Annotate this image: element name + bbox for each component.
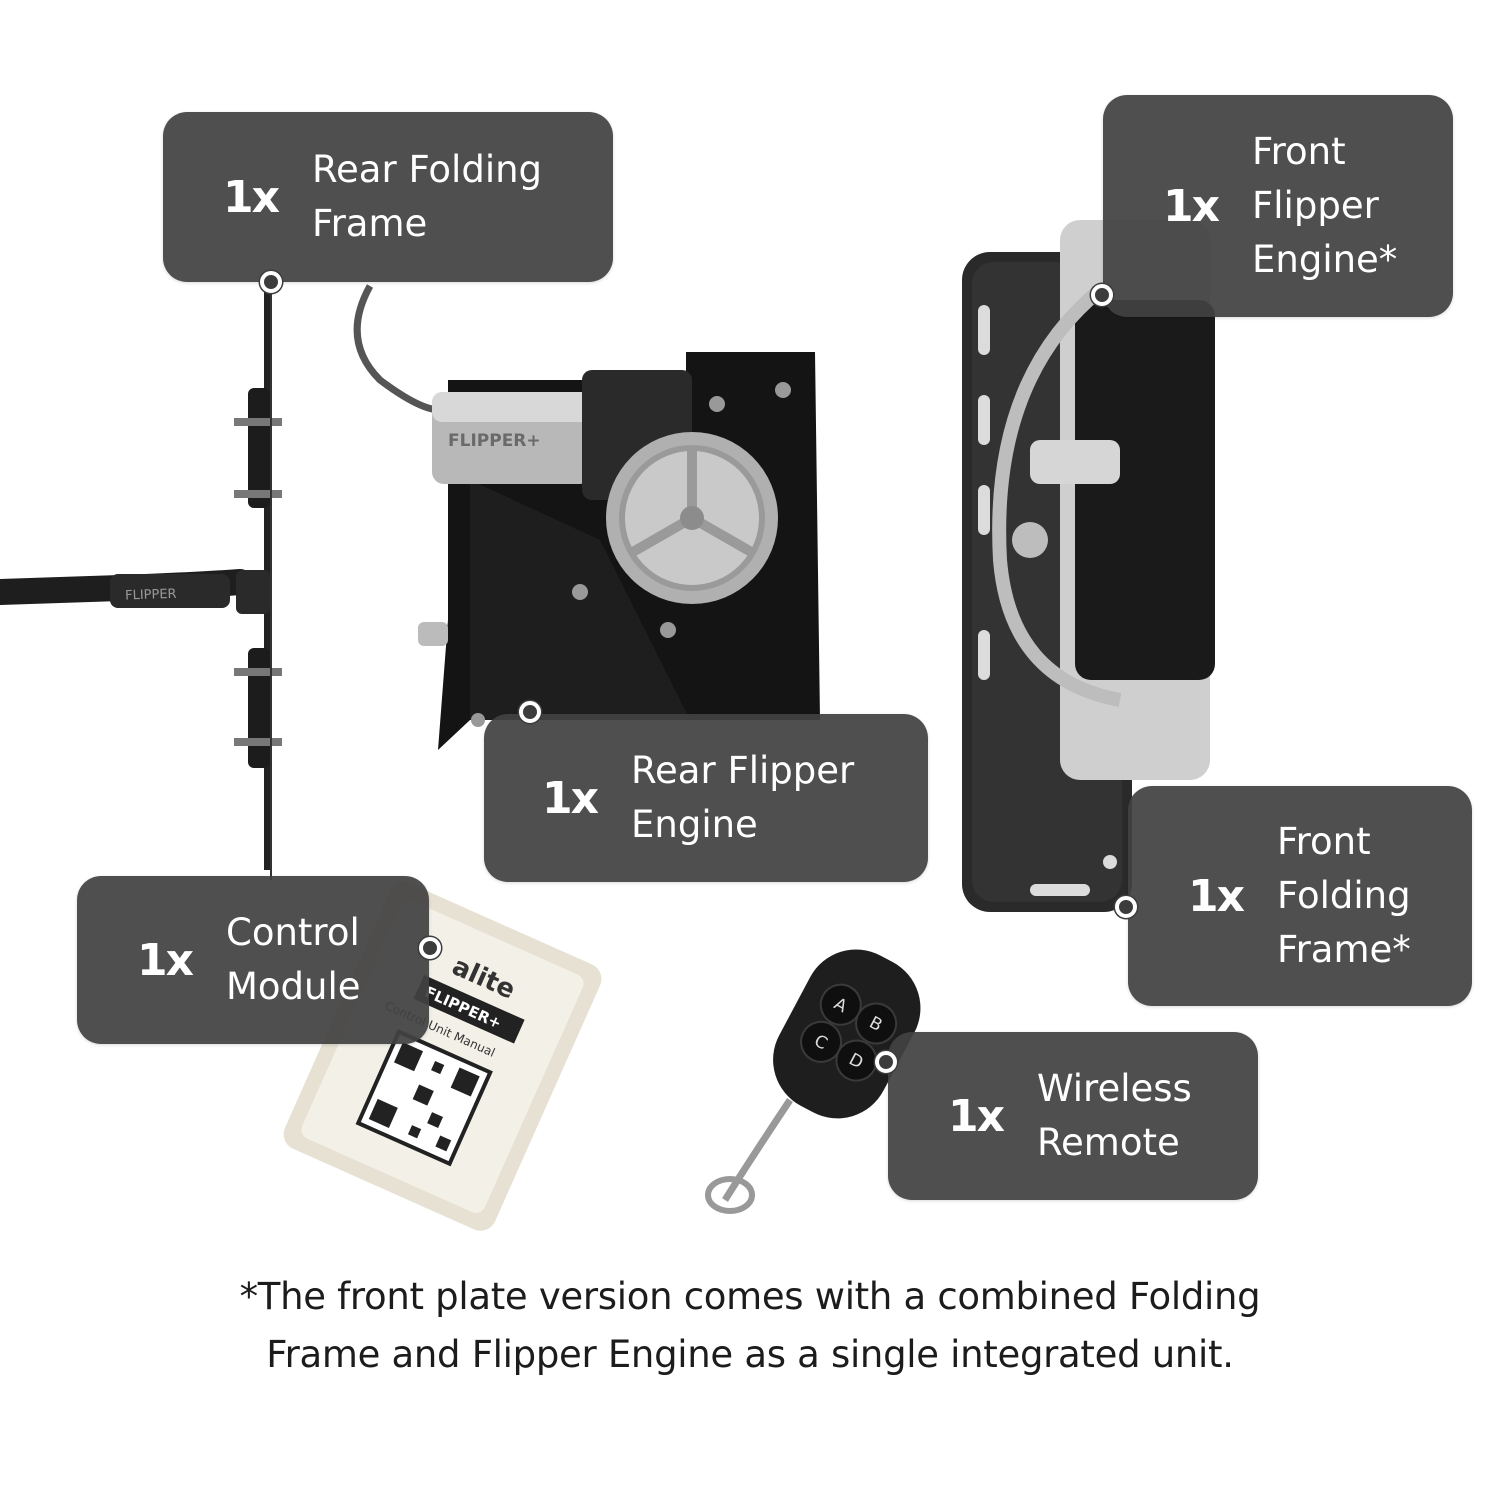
marker-dot: [1115, 896, 1137, 918]
engine-brand: FLIPPER+: [448, 431, 541, 451]
wireless-remote-image: A B C D: [705, 949, 921, 1214]
label-rear-folding-frame: 1x Rear Folding Frame: [163, 112, 613, 282]
component-name: Wireless Remote: [1037, 1067, 1192, 1164]
label-front-folding-frame: 1x Front Folding Frame*: [1128, 786, 1472, 1006]
label-front-flipper-engine: 1x Front Flipper Engine*: [1103, 95, 1453, 317]
quantity: 1x: [948, 1090, 1005, 1142]
marker-dot: [519, 701, 541, 723]
label-rear-flipper-engine: 1x Rear Flipper Engine: [484, 714, 928, 882]
footnote: *The front plate version comes with a co…: [239, 1275, 1261, 1376]
marker-dot: [1091, 284, 1113, 306]
rear-flipper-engine-image: FLIPPER+: [353, 284, 820, 750]
component-name: Front Folding Frame*: [1277, 820, 1411, 971]
label-wireless-remote: 1x Wireless Remote: [888, 1032, 1258, 1200]
front-unit-image: [962, 220, 1215, 912]
component-name: Rear Folding Frame: [312, 148, 543, 245]
cable-text: FLIPPER: [125, 587, 177, 604]
label-control-module: 1x Control Module: [77, 876, 429, 1044]
quantity: 1x: [223, 171, 280, 223]
quantity: 1x: [1188, 870, 1245, 922]
quantity: 1x: [542, 772, 599, 824]
marker-dot: [260, 271, 282, 293]
marker-dot: [419, 937, 441, 959]
component-name: Front Flipper Engine*: [1252, 130, 1398, 281]
rear-folding-frame-image: FLIPPER: [0, 290, 282, 870]
quantity: 1x: [137, 934, 194, 986]
quantity: 1x: [1163, 180, 1220, 232]
marker-dot: [875, 1051, 897, 1073]
component-name: Rear Flipper Engine: [631, 749, 855, 846]
component-name: Control Module: [226, 911, 361, 1008]
